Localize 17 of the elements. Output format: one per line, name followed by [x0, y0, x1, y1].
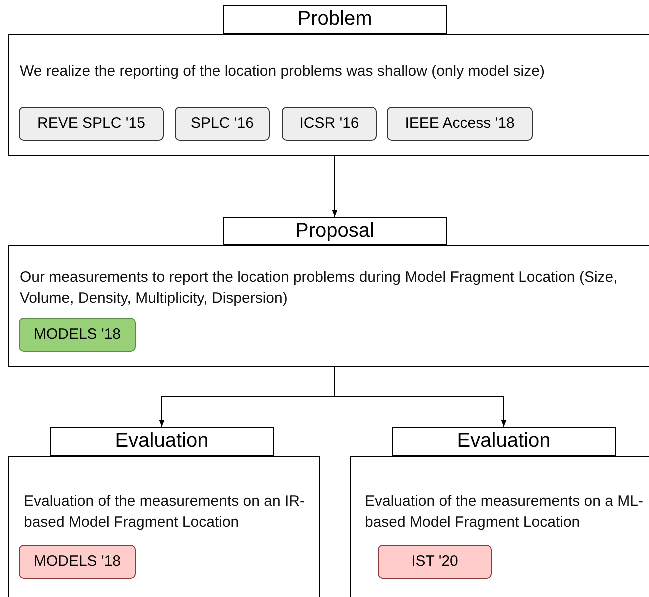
- venue-tag: REVE SPLC '15: [19, 107, 164, 141]
- venue-tag: IEEE Access '18: [387, 107, 533, 141]
- venue-tag: SPLC '16: [175, 107, 270, 141]
- section-heading: Evaluation: [50, 427, 274, 456]
- section-heading: Problem: [223, 5, 447, 34]
- arrow: [334, 366, 507, 428]
- description: We realize the reporting of the location problems was shallow (only model size): [20, 62, 546, 82]
- venue-tag: MODELS '18: [19, 318, 136, 352]
- description: Our measurements to report the location problems during Model Fragment Location (Size, Volume, Density, Multiplicity, Dispersion): [20, 268, 619, 309]
- description: Evaluation of the measurements on a ML-based Model Fragment Location: [365, 492, 644, 533]
- section-heading: Evaluation: [392, 427, 616, 456]
- venue-tag: ICSR '16: [282, 107, 377, 141]
- description: Evaluation of the measurements on an IR-based Model Fragment Location: [24, 492, 306, 533]
- venue-tag: IST '20: [378, 545, 492, 579]
- arrow: [332, 156, 338, 218]
- venue-tag: MODELS '18: [19, 545, 136, 579]
- section-heading: Proposal: [223, 217, 447, 245]
